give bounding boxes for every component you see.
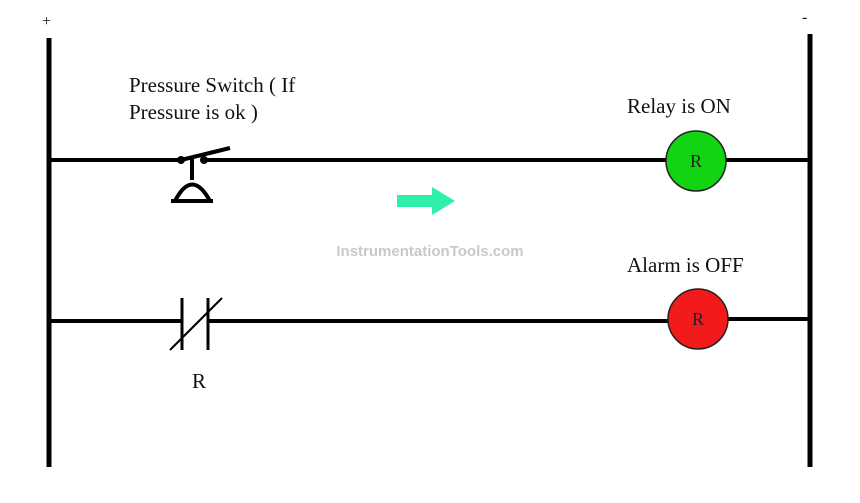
- rung-2: R R Alarm is OFF: [49, 253, 810, 393]
- pressure-switch-label-line2: Pressure is ok ): [129, 100, 258, 124]
- relay-status-label: Relay is ON: [627, 94, 731, 118]
- alarm-status-label: Alarm is OFF: [627, 253, 744, 277]
- normally-closed-contact-icon: [169, 297, 223, 351]
- pressure-switch-label-line1: Pressure Switch ( If: [129, 73, 295, 97]
- rung-1: Pressure Switch ( If Pressure is ok ) R …: [49, 73, 810, 203]
- relay-coil: [665, 130, 727, 192]
- alarm-coil: [667, 288, 729, 350]
- pressure-switch-icon: [171, 146, 231, 203]
- negative-rail-label: -: [802, 9, 807, 26]
- relay-coil-letter: R: [690, 151, 702, 171]
- alarm-coil-letter: R: [692, 309, 704, 329]
- positive-rail-label: +: [42, 13, 51, 30]
- watermark: InstrumentationTools.com: [336, 243, 523, 260]
- flow-arrow-icon: [397, 187, 455, 215]
- contact-label: R: [192, 369, 206, 393]
